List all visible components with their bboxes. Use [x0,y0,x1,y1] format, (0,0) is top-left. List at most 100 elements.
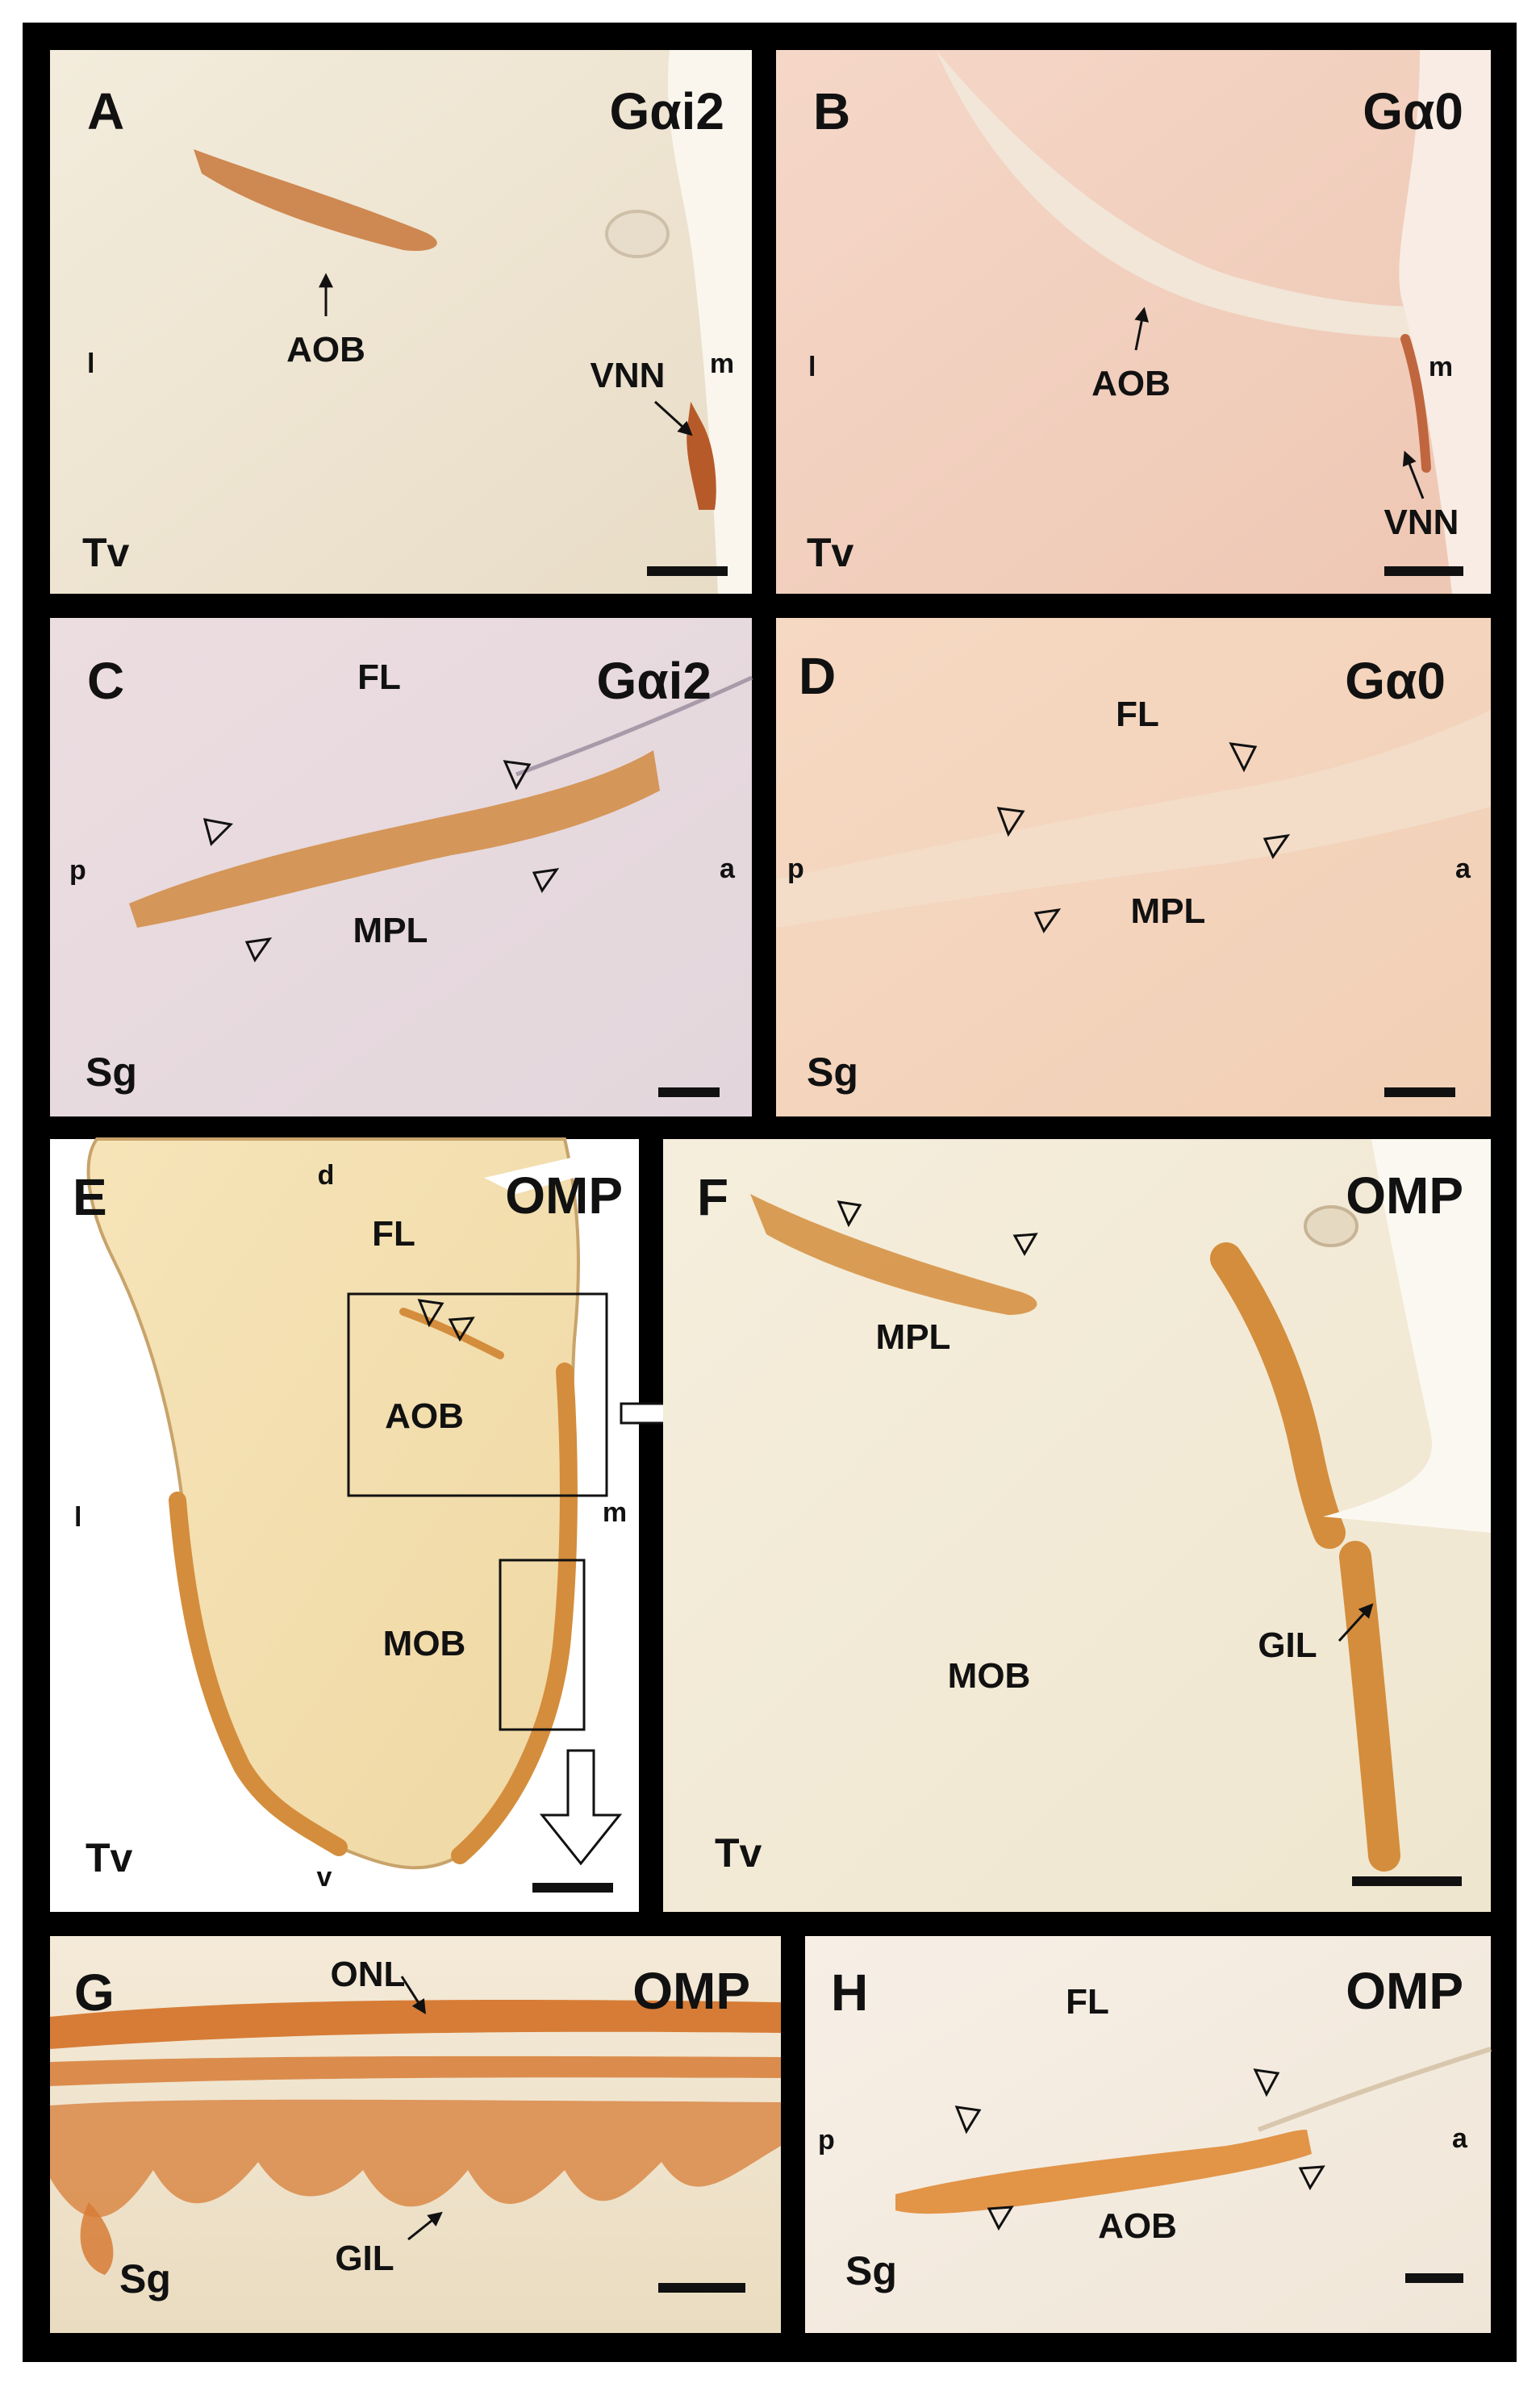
panel-f-label-mpl: MPL [876,1317,951,1357]
panel-e-label-ventral: v [317,1862,332,1893]
panel-d-scale-bar [1384,1087,1455,1097]
panel-e-aob-inset-box [347,1292,608,1497]
panel-h-scale-bar [1405,2273,1463,2283]
panel-f-gil-arrow [1338,1603,1374,1642]
panel-d-label-fl: FL [1116,695,1159,734]
panel-e-mpl-stain [399,1308,504,1359]
panel-a-label-lateral: l [87,348,94,379]
panel-c-arrowhead [244,937,273,963]
panel-d-letter: D [799,647,836,705]
panel-h-arrowhead [1298,2165,1325,2191]
panel-d-arrowhead [996,807,1025,837]
panel-g-plane: Sg [119,2256,171,2302]
panel-e-arrowhead [417,1299,444,1328]
panel-h-label-aob: AOB [1098,2206,1177,2246]
panel-f-background [663,1139,1491,1912]
panel-c-arrowhead [532,868,560,894]
panel-f-midline-space [1323,1139,1491,1533]
panel-b-label-vnn: VNN [1384,503,1459,542]
panel-e-lateral-gil-stain [169,1492,348,1856]
panel-b-label-aob: AOB [1091,364,1171,403]
panel-c-label-anterior: a [720,853,736,884]
panel-f-marker: OMP [1346,1166,1463,1225]
panel-b-aob-arrow [1134,307,1150,351]
panel-h-label-anterior: a [1452,2123,1468,2154]
panel-d-arrowhead [1229,742,1258,773]
panel-e-label-medial: m [603,1497,627,1528]
panel-g-marker: OMP [632,1962,750,2020]
panel-c-scale-bar [658,1087,720,1097]
panel-h-surface-line [1257,2047,1492,2132]
panel-b-marker: Gα0 [1363,82,1463,140]
panel-a-label-aob: AOB [286,330,365,369]
panel-g-scale-bar [658,2283,745,2293]
panel-f: F OMP Tv MPL MOB GIL [663,1139,1491,1912]
panel-a-label-vnn: VNN [591,356,666,395]
panel-c-surface-line [515,675,753,777]
panel-h-arrowhead [954,2105,982,2135]
panel-b-plane: Tv [807,530,854,575]
panel-e-label-dorsal: d [318,1160,335,1191]
panel-g-onl-stain [50,2055,781,2086]
panel-e-tissue-gap [484,1154,597,1194]
panel-g: G OMP Sg ONL GIL [50,1936,781,2333]
panel-f-plane: Tv [715,1830,762,1876]
panel-b-scale-bar [1384,566,1463,576]
panel-f-letter: F [697,1168,728,1226]
panel-b-label-lateral: l [808,352,816,382]
panel-a-plane: Tv [82,530,130,575]
panel-f-arrowhead [1012,1233,1038,1257]
panel-d-label-mpl: MPL [1131,891,1206,931]
panel-a-vessel [605,210,670,258]
panel-f-vessel [1304,1205,1358,1247]
panel-g-onl-arrow [400,1976,426,2015]
panel-b-aob-band [936,50,1444,339]
panel-f-scale-bar [1352,1876,1462,1886]
panel-h-label-fl: FL [1066,1982,1109,2022]
panel-e-arrowhead [448,1317,475,1342]
panel-h-arrowhead [1253,2068,1280,2097]
panel-c-label-fl: FL [357,657,401,697]
panel-d-label-posterior: p [787,853,804,884]
panel-c-background [50,618,752,1116]
panel-d-mpl-band [776,710,1491,928]
panel-h-marker: OMP [1346,1962,1463,2020]
panel-d-plane: Sg [807,1050,858,1095]
panel-c-mpl-stain [129,750,660,928]
panel-h-aob-stain [895,2130,1312,2214]
panel-g-label-gil: GIL [335,2239,394,2278]
panel-e-label-aob: AOB [385,1396,464,1436]
panel-e-scale-bar [532,1883,613,1893]
panel-c-arrowhead [202,818,234,846]
panel-c-plane: Sg [86,1050,137,1095]
panel-e-letter: E [73,1168,107,1226]
panel-d-arrowhead [1262,834,1291,860]
panel-a-aob-stain [194,149,437,251]
panel-h-arrowhead [987,2206,1014,2231]
panel-h-label-posterior: p [818,2125,835,2156]
panel-e-label-lateral: l [74,1502,81,1533]
panel-b: B Gα0 Tv AOB VNN l m [776,50,1491,594]
panel-g-label-onl: ONL [331,1955,406,1994]
panel-c-label-mpl: MPL [353,911,428,950]
panel-a-letter: A [87,82,124,140]
panel-f-upper-gil-stain [1210,1242,1346,1549]
panel-e-label-fl: FL [372,1214,415,1254]
panel-a-vnn-stain [687,401,716,510]
panel-d: D Gα0 Sg FL MPL p a [776,618,1491,1116]
panel-e-to-g-arrow [539,1749,623,1866]
panel-e-marker: OMP [505,1166,623,1225]
panel-b-vnn-stain [1400,334,1431,473]
panel-a-label-medial: m [710,348,734,379]
panel-c-marker: Gαi2 [597,652,712,710]
panel-f-label-gil: GIL [1258,1626,1317,1665]
panel-e-medial-gil-stain [451,1363,578,1864]
panel-f-label-mob: MOB [948,1656,1031,1696]
panel-e-label-mob: MOB [383,1624,466,1663]
panel-b-label-medial: m [1429,352,1453,382]
panel-g-letter: G [74,1964,115,2022]
panel-h: H OMP Sg FL AOB p a [805,1936,1492,2333]
panel-e-plane: Tv [86,1835,133,1880]
panel-c-label-posterior: p [69,855,86,886]
panel-h-plane: Sg [845,2248,897,2293]
